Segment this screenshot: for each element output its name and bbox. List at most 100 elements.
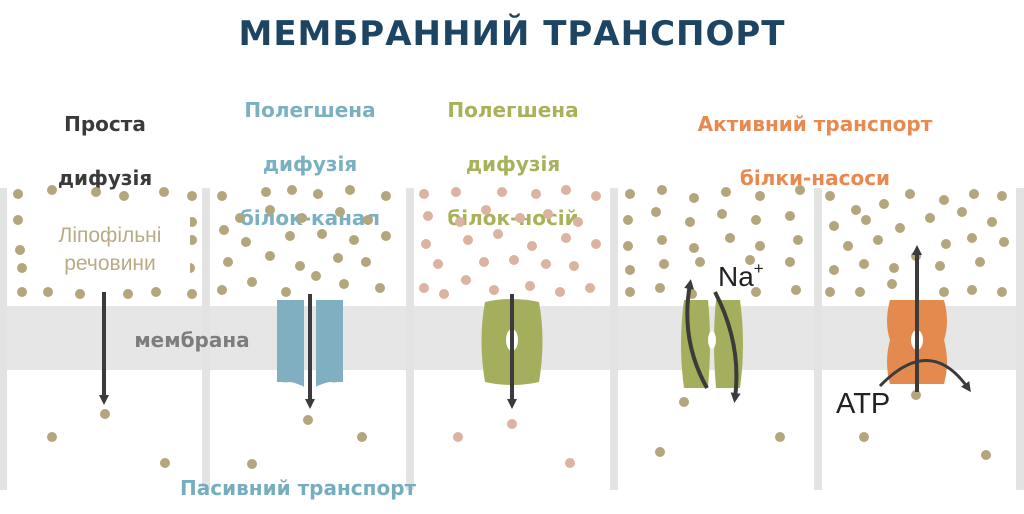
particle (555, 287, 565, 297)
particle (895, 223, 905, 233)
particle (969, 189, 979, 199)
na-arrow-down (713, 291, 741, 403)
particle (489, 285, 499, 295)
column-divider (814, 188, 822, 490)
particle (531, 189, 541, 199)
particle (755, 191, 765, 201)
particle (591, 191, 601, 201)
particle (851, 205, 861, 215)
particle (997, 191, 1007, 201)
particle (689, 193, 699, 203)
particle (717, 209, 727, 219)
particle (91, 187, 101, 197)
particle (721, 187, 731, 197)
particle (187, 289, 197, 299)
particle (381, 191, 391, 201)
particle (43, 287, 53, 297)
particle (261, 187, 271, 197)
particle (285, 231, 295, 241)
particle (451, 187, 461, 197)
particle (345, 185, 355, 195)
header-line: Проста (64, 112, 146, 136)
particle (625, 189, 635, 199)
particle (775, 432, 785, 442)
particle (17, 263, 27, 273)
particle (265, 205, 275, 215)
particles (13, 185, 1009, 469)
lipophilic-label-line2: речовини (64, 252, 156, 275)
lipophilic-label-box (30, 212, 190, 284)
particle (755, 241, 765, 251)
particle (795, 185, 805, 195)
particle (311, 271, 321, 281)
particle (481, 205, 491, 215)
header-line: Полегшена (244, 98, 376, 122)
particle (825, 191, 835, 201)
particle (313, 189, 323, 199)
header-line: білок-канал (239, 206, 381, 230)
particle (791, 285, 801, 295)
particle (625, 287, 635, 297)
particle (463, 235, 473, 245)
particle (935, 261, 945, 271)
column-dividers (0, 188, 1024, 490)
particle (981, 450, 991, 460)
particle (439, 289, 449, 299)
header-simple-diffusion: Проста дифузія (25, 84, 185, 219)
header-line: дифузія (57, 166, 153, 190)
column-divider (406, 188, 414, 490)
atp-label: ATP (836, 388, 890, 420)
particle (151, 287, 161, 297)
particle (187, 191, 197, 201)
header-channel-diffusion: Полегшена дифузія білок-канал (215, 70, 405, 259)
particle (100, 409, 110, 419)
header-line: Активний транспорт (697, 112, 933, 136)
particle (527, 241, 537, 251)
column-divider (0, 188, 7, 490)
particle (297, 213, 307, 223)
particle (657, 185, 667, 195)
particle (357, 432, 367, 442)
particle (479, 257, 489, 267)
particle (561, 185, 571, 195)
particle (987, 217, 997, 227)
particle (887, 279, 897, 289)
particle (119, 191, 129, 201)
na-charge: + (754, 259, 764, 278)
column-divider (1016, 188, 1024, 490)
particle (525, 281, 535, 291)
particle (695, 257, 705, 267)
page-title: МЕМБРАННИЙ ТРАНСПОРТ (238, 14, 786, 54)
particle (925, 213, 935, 223)
particle (623, 215, 633, 225)
particle (543, 209, 553, 219)
particle (911, 390, 921, 400)
particle (433, 259, 443, 269)
particle (657, 235, 667, 245)
particle (751, 287, 761, 297)
header-line: білок-носій (447, 206, 579, 230)
particle (281, 287, 291, 297)
particle (889, 263, 899, 273)
particle (999, 237, 1009, 247)
particle (569, 261, 579, 271)
header-line: Полегшена (447, 98, 579, 122)
particle (507, 419, 517, 429)
particle (785, 211, 795, 221)
header-line: дифузія (262, 152, 358, 176)
particle (339, 279, 349, 289)
particle (793, 235, 803, 245)
particle (975, 257, 985, 267)
particle (303, 415, 313, 425)
particle (287, 185, 297, 195)
particle (295, 261, 305, 271)
particle (685, 217, 695, 227)
particle (15, 245, 25, 255)
particle (421, 239, 431, 249)
particle (905, 189, 915, 199)
particle (235, 213, 245, 223)
particle (247, 459, 257, 469)
particle (573, 217, 583, 227)
particle (423, 211, 433, 221)
